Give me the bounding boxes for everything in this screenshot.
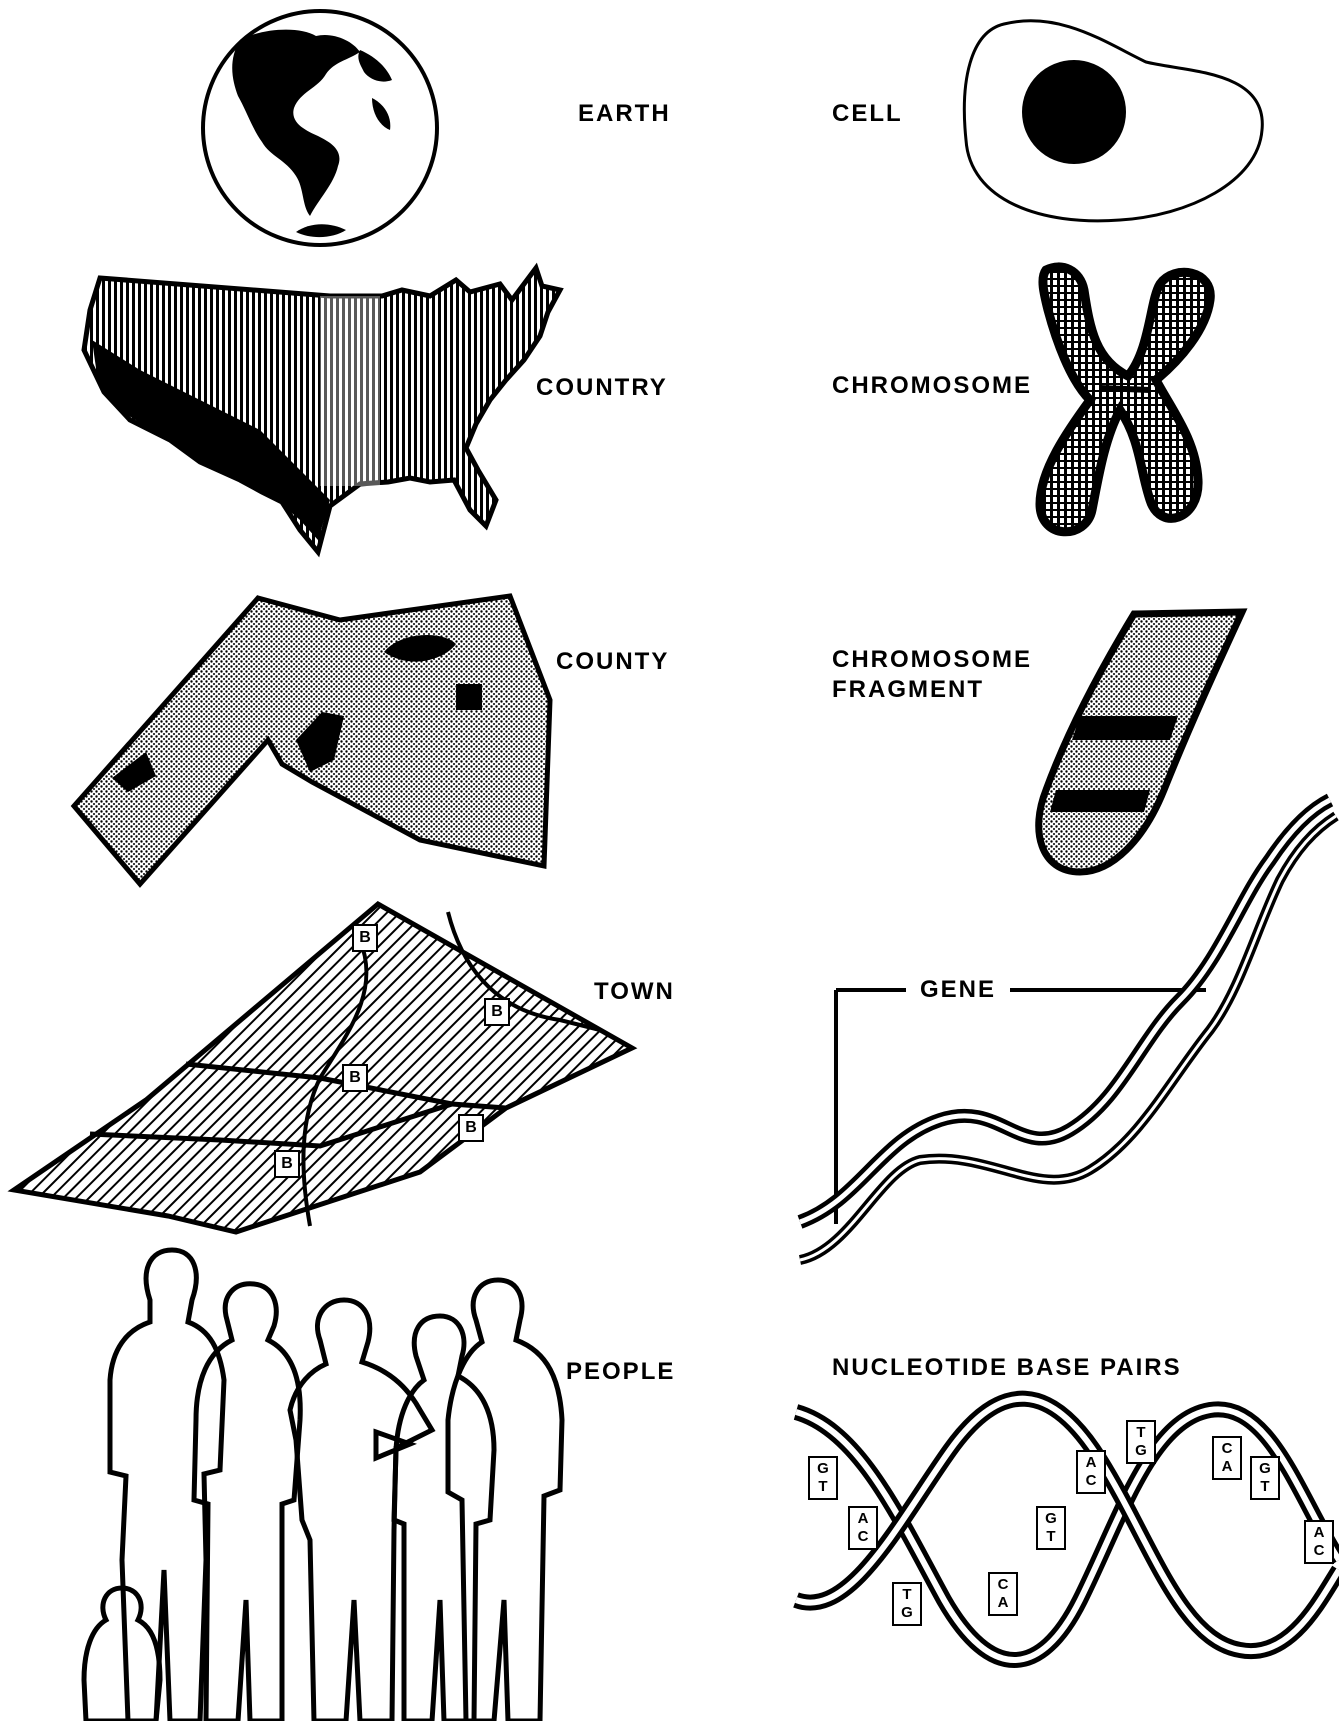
town-marker: B bbox=[274, 1150, 300, 1178]
town-marker: B bbox=[342, 1064, 368, 1092]
base-letter-top: T bbox=[894, 1586, 920, 1604]
town-label: TOWN bbox=[594, 978, 675, 1006]
base-letter-bottom: C bbox=[1078, 1472, 1104, 1490]
base-letter-top: C bbox=[1214, 1440, 1240, 1458]
people-label: PEOPLE bbox=[566, 1358, 675, 1386]
base-letter-top: G bbox=[810, 1460, 836, 1478]
people-silhouettes-icon bbox=[84, 1250, 562, 1721]
cell-label: CELL bbox=[832, 100, 903, 128]
chromosome-fragment-label-line1: CHROMOSOME bbox=[832, 646, 1032, 674]
county-map-icon bbox=[74, 596, 550, 884]
base-letter-top: T bbox=[1128, 1424, 1154, 1442]
town-marker: B bbox=[352, 924, 378, 952]
base-letter-bottom: C bbox=[1306, 1542, 1332, 1560]
town-map-icon bbox=[14, 904, 632, 1232]
cell-icon bbox=[964, 21, 1262, 221]
chromosome-fragment-icon bbox=[1039, 612, 1242, 872]
base-letter-bottom: G bbox=[894, 1604, 920, 1622]
county-label: COUNTY bbox=[556, 648, 669, 676]
usa-map-icon bbox=[84, 268, 560, 552]
base-letter-bottom: T bbox=[1252, 1478, 1278, 1496]
earth-globe-icon bbox=[203, 11, 437, 245]
base-letter-bottom: T bbox=[810, 1478, 836, 1496]
town-marker: B bbox=[484, 998, 510, 1026]
base-letter-top: A bbox=[1078, 1454, 1104, 1472]
nucleotide-base-pairs-label: NUCLEOTIDE BASE PAIRS bbox=[832, 1354, 1182, 1382]
base-letter-top: A bbox=[850, 1510, 876, 1528]
base-letter-top: G bbox=[1038, 1510, 1064, 1528]
base-letter-bottom: T bbox=[1038, 1528, 1064, 1546]
base-letter-bottom: A bbox=[990, 1594, 1016, 1612]
earth-label: EARTH bbox=[578, 100, 671, 128]
base-letter-top: C bbox=[990, 1576, 1016, 1594]
gene-label: GENE bbox=[914, 976, 1002, 1004]
chromosome-label: CHROMOSOME bbox=[832, 372, 1032, 400]
base-letter-top: A bbox=[1306, 1524, 1332, 1542]
chromosome-icon bbox=[1040, 267, 1210, 532]
base-letter-bottom: A bbox=[1214, 1458, 1240, 1476]
country-label: COUNTRY bbox=[536, 374, 668, 402]
base-letter-top: G bbox=[1252, 1460, 1278, 1478]
chromosome-fragment-label-line2: FRAGMENT bbox=[832, 676, 984, 704]
base-letter-bottom: G bbox=[1128, 1442, 1154, 1460]
base-letter-bottom: C bbox=[850, 1528, 876, 1546]
town-marker: B bbox=[458, 1114, 484, 1142]
